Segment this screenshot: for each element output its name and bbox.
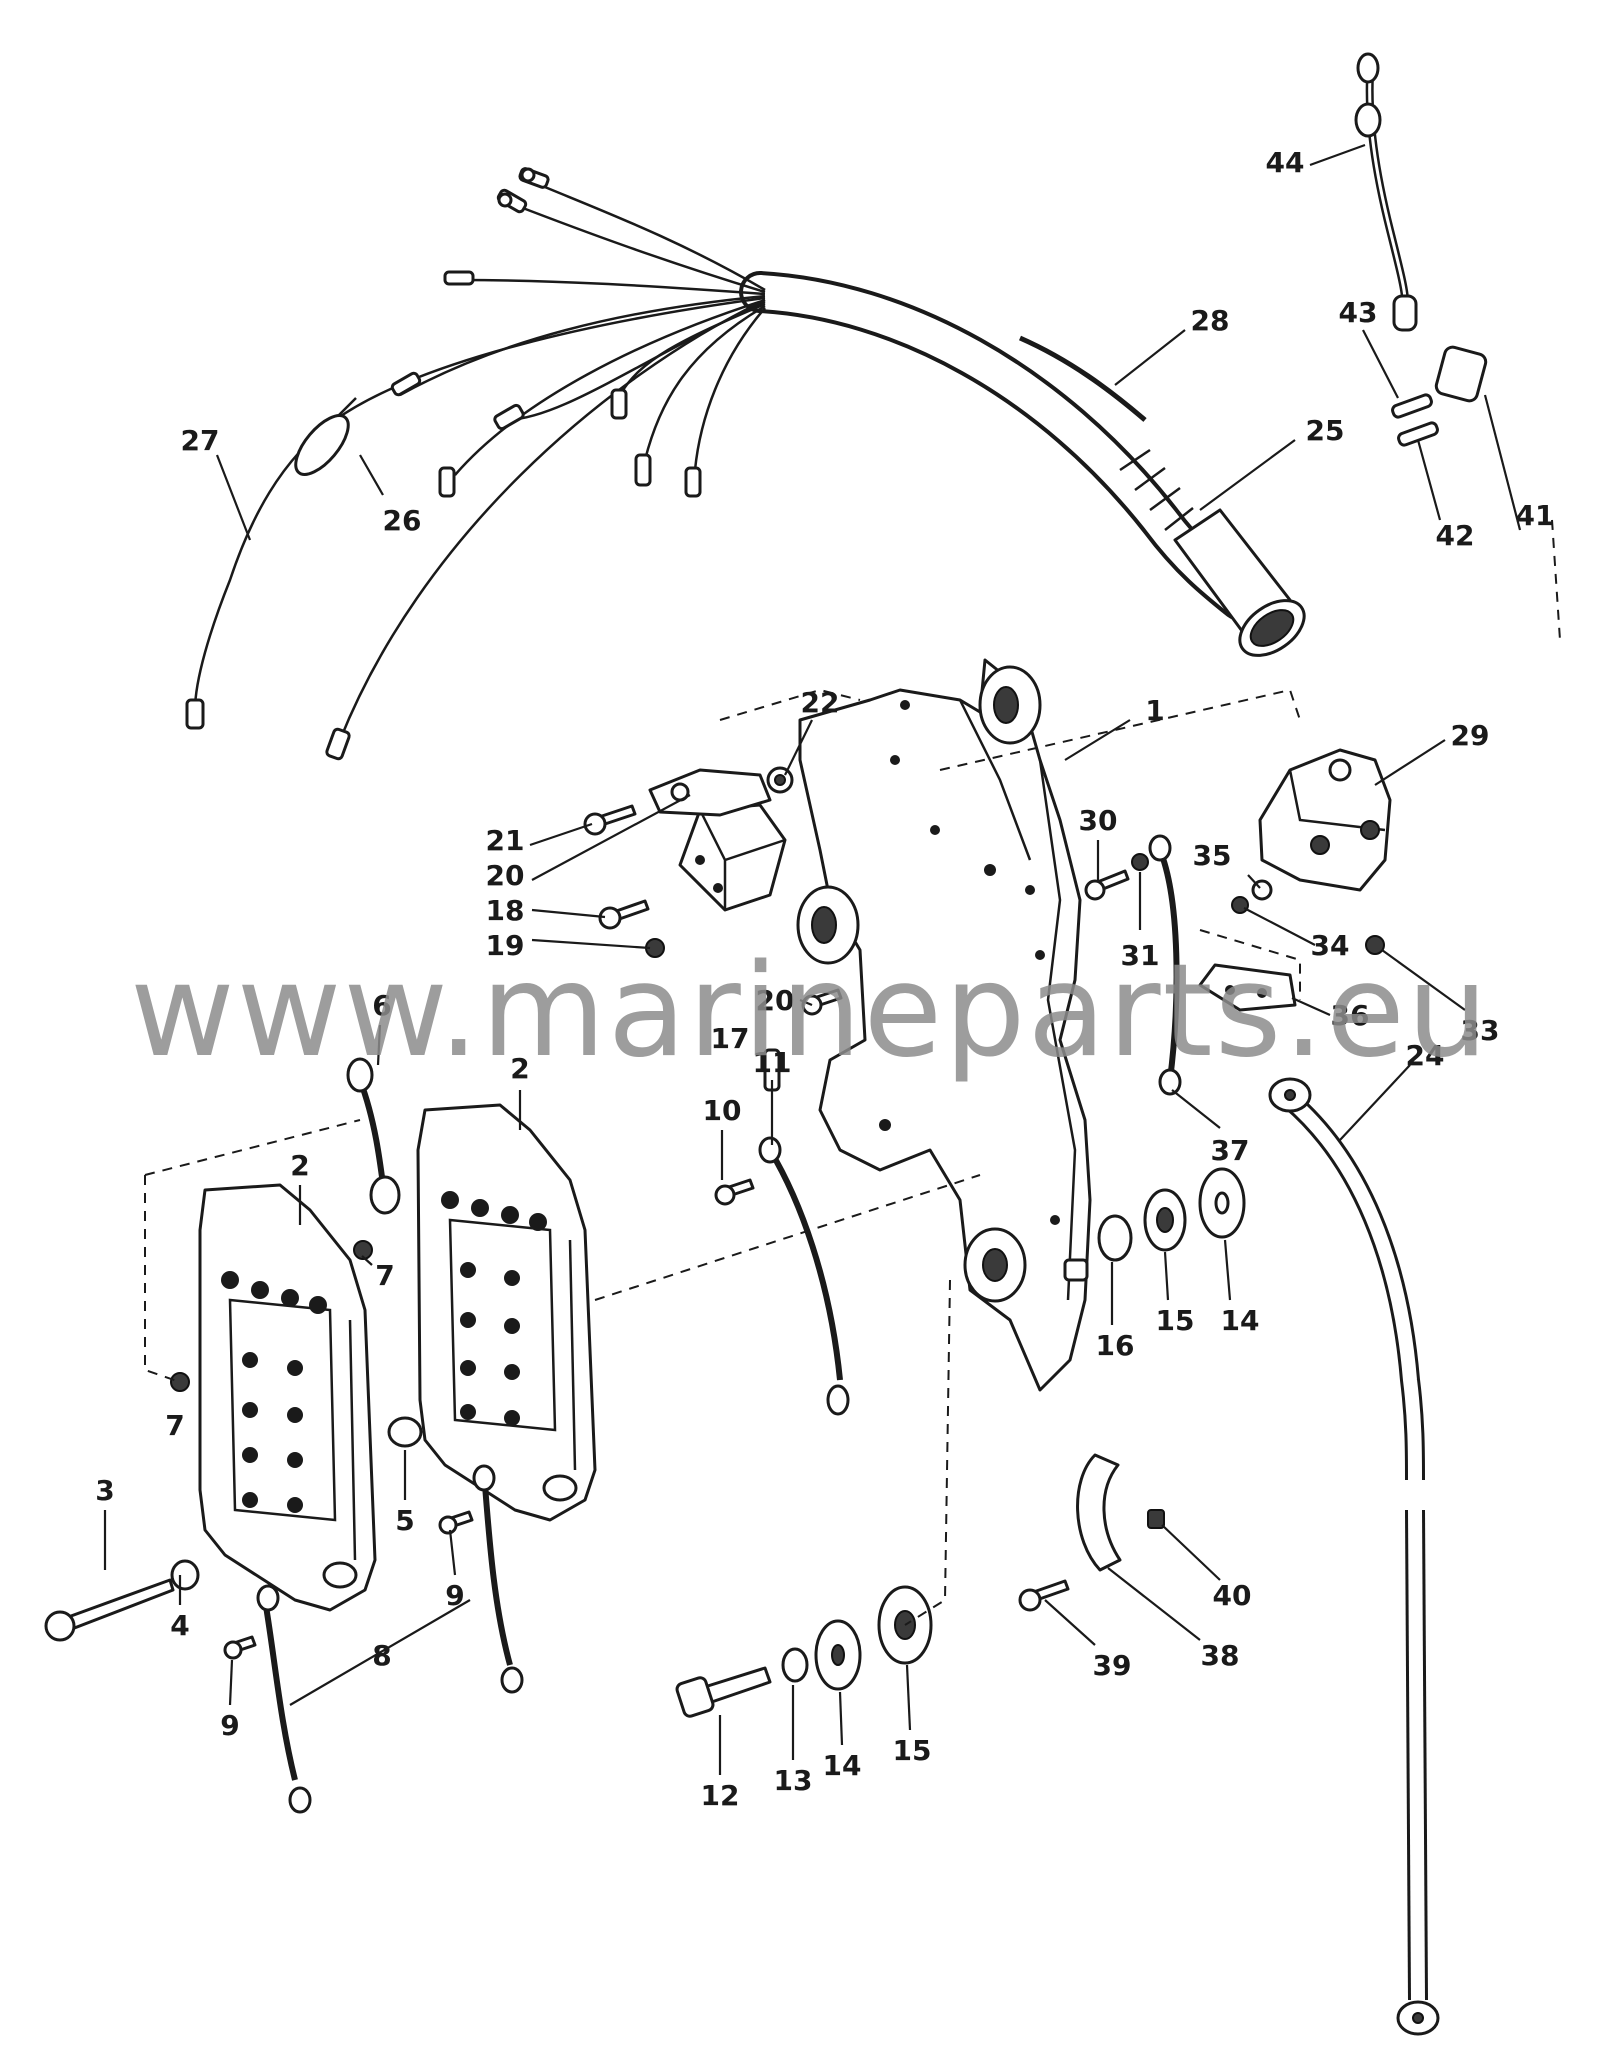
callout-7: 7 [375,1259,394,1292]
callout-30: 30 [1079,804,1118,837]
callout-8: 8 [372,1639,391,1672]
callout-39: 39 [1093,1649,1132,1682]
wiring-harness [185,167,1306,761]
callout-14: 14 [823,1749,862,1782]
callout-37: 37 [1211,1134,1250,1167]
fuse-holder [294,397,357,476]
rectifier-module [678,803,787,912]
callout-17: 17 [711,1022,750,1055]
callout-22: 22 [801,686,840,719]
callout-9: 9 [445,1579,464,1612]
callout-1: 1 [1145,694,1164,727]
callout-11: 11 [753,1046,792,1079]
callout-4: 4 [170,1609,189,1642]
callout-13: 13 [774,1764,813,1797]
callout-28: 28 [1191,304,1230,337]
callout-41: 41 [1516,499,1555,532]
callout-36: 36 [1331,999,1370,1032]
callout-2: 2 [290,1149,309,1182]
callout-16: 16 [1096,1329,1135,1362]
callout-5: 5 [395,1504,414,1537]
callout-35: 35 [1193,839,1232,872]
watermark-text: www.marineparts.eu [130,937,1490,1086]
alignment-lines [144,688,1301,1626]
harness-connector [1173,508,1306,657]
callout-38: 38 [1201,1639,1240,1672]
callout-9: 9 [220,1709,239,1742]
callout-26: 26 [383,504,422,537]
callout-6: 6 [372,989,391,1022]
mounting-bracket [796,658,1092,1392]
switch-box-left [198,1183,377,1612]
callout-20: 20 [756,984,795,1017]
callout-25: 25 [1306,414,1345,447]
callout-18: 18 [486,894,525,927]
callout-29: 29 [1451,719,1490,752]
callout-43: 43 [1339,296,1378,329]
callout-24: 24 [1406,1039,1445,1072]
callout-44: 44 [1266,146,1305,179]
callout-7: 7 [165,1409,184,1442]
leads [256,834,1440,2036]
harness-terminals [185,167,702,761]
callout-15: 15 [893,1734,932,1767]
callout-31: 31 [1121,939,1160,972]
spacer [387,1416,423,1448]
leader-lines [103,143,1522,1775]
callout-34: 34 [1311,929,1350,962]
callout-14: 14 [1221,1304,1260,1337]
ground-strap-assembly [1354,52,1561,641]
callout-27: 27 [181,424,220,457]
callout-3: 3 [95,1474,114,1507]
callout-labels: 1 2 2 3 4 5 6 7 7 8 9 9 10 11 12 13 14 1… [95,146,1554,1812]
switch-box-right [416,1103,597,1522]
callout-12: 12 [701,1779,740,1812]
terminal-block [1198,963,1297,1012]
callout-15: 15 [1156,1304,1195,1337]
callout-10: 10 [703,1094,742,1127]
callout-2: 2 [510,1052,529,1085]
starter-solenoid [1258,748,1392,892]
callout-20: 20 [486,859,525,892]
callout-33: 33 [1461,1014,1500,1047]
callout-42: 42 [1436,519,1475,552]
callout-19: 19 [486,929,525,962]
callout-40: 40 [1213,1579,1252,1612]
callout-21: 21 [486,824,525,857]
